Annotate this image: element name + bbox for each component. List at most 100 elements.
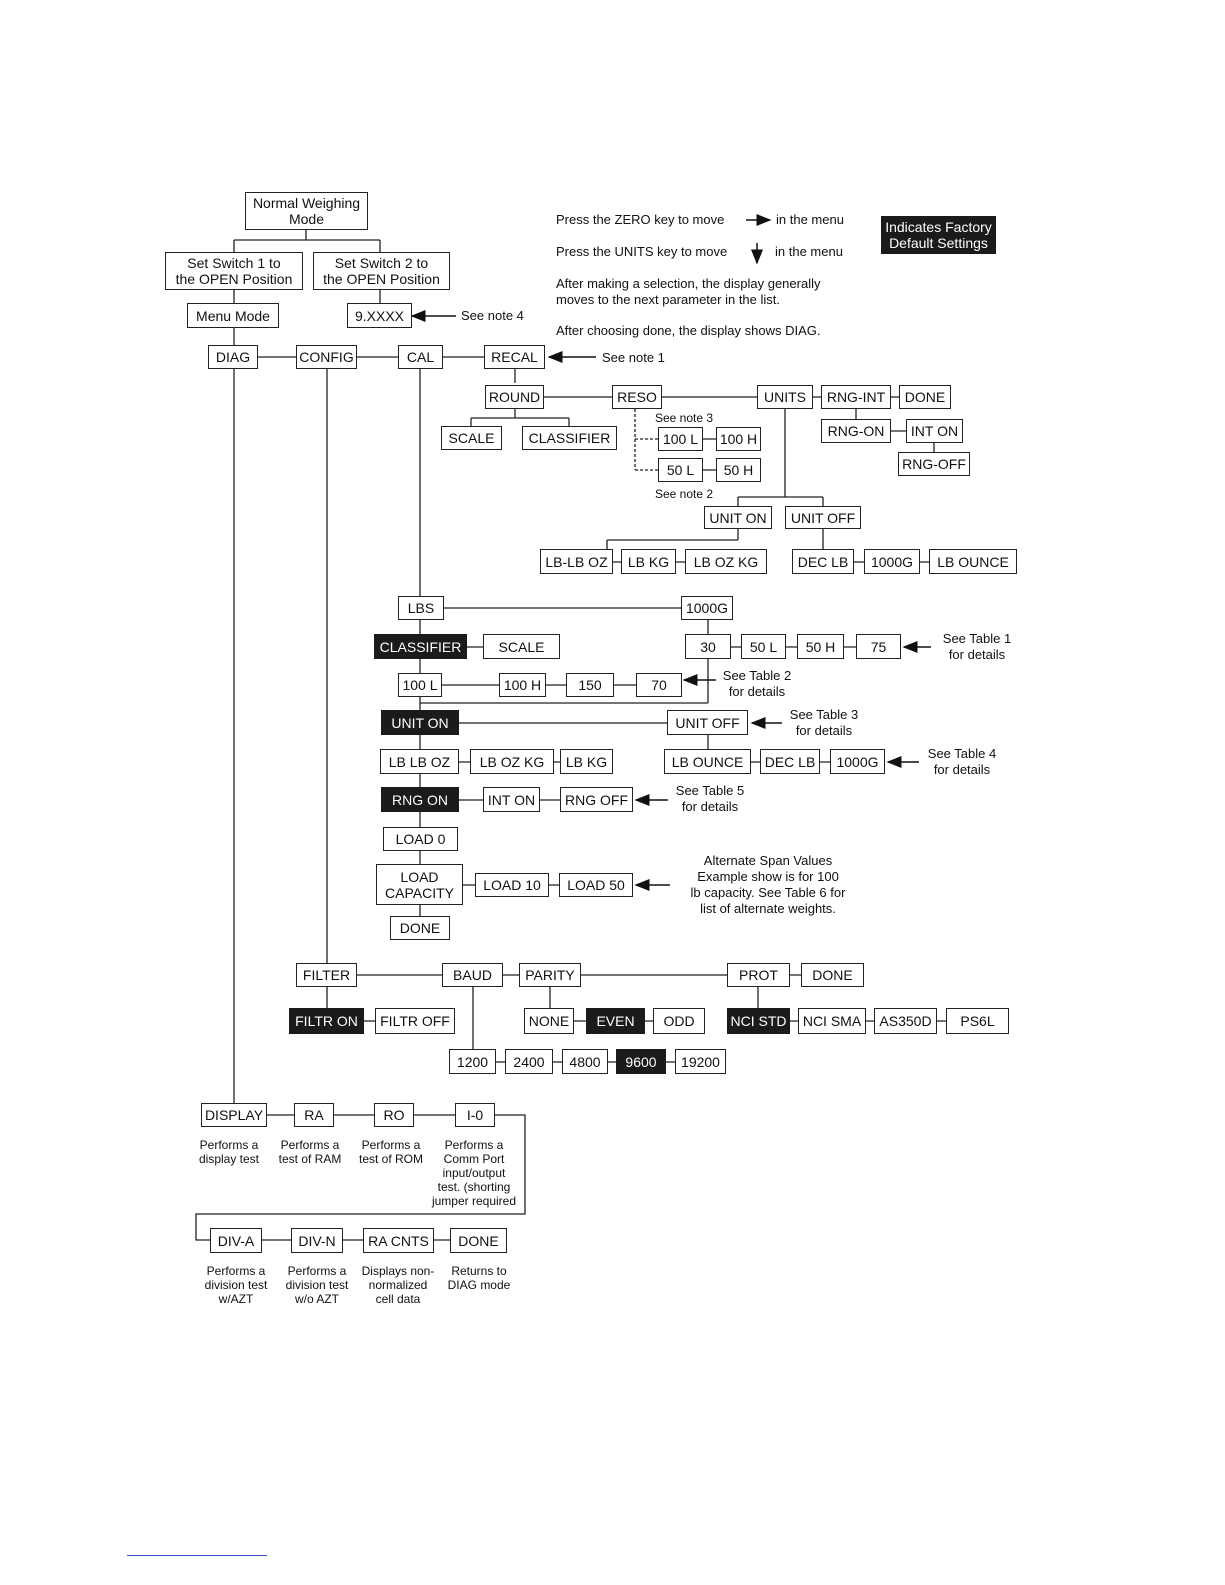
- cal-lb-oz-kg-node: LB OZ KG: [470, 749, 554, 774]
- ra-cnts-node: RA CNTS: [363, 1228, 434, 1253]
- classifier-default-node: CLASSIFIER: [374, 634, 467, 659]
- reso-100h-node: 100 H: [716, 427, 761, 451]
- filter-node: FILTER: [296, 963, 357, 987]
- lbs-node: LBS: [398, 596, 444, 620]
- filtr-off-node: FILTR OFF: [375, 1008, 455, 1034]
- int-on-node: INT ON: [906, 419, 963, 443]
- cal-rng-off-node: RNG OFF: [560, 787, 633, 812]
- table-1-note: See Table 1 for details: [942, 631, 1012, 662]
- ps6l-node: PS6L: [946, 1008, 1009, 1034]
- units-key-note-end: in the menu: [775, 244, 843, 259]
- round-classifier-node: CLASSIFIER: [522, 426, 617, 450]
- baud-node: BAUD: [442, 963, 503, 987]
- note-3-label: See note 3: [655, 411, 714, 425]
- unit-on-default-node: UNIT ON: [381, 710, 459, 735]
- div-a-description: Performs a division test w/AZT: [204, 1264, 268, 1306]
- cal-1000g-node: 1000G: [681, 596, 733, 620]
- rom-test-node: RO: [374, 1103, 414, 1127]
- load-0-node: LOAD 0: [383, 827, 458, 851]
- rng-off-node: RNG-OFF: [898, 452, 970, 476]
- dec-lb-node: DEC LB: [792, 549, 854, 574]
- baud-19200-node: 19200: [675, 1049, 726, 1074]
- diag-done-node: DONE: [450, 1228, 507, 1253]
- cal-unit-off-node: UNIT OFF: [667, 710, 748, 735]
- cap-150-node: 150: [566, 673, 614, 697]
- rng-on-node: RNG-ON: [821, 419, 891, 443]
- reso-node: RESO: [612, 385, 662, 409]
- baud-2400-node: 2400: [505, 1049, 553, 1074]
- after-done-note: After choosing done, the display shows D…: [556, 323, 821, 338]
- nci-sma-node: NCI SMA: [798, 1008, 866, 1034]
- unit-off-node: UNIT OFF: [785, 506, 861, 529]
- baud-4800-node: 4800: [562, 1049, 608, 1074]
- menu-mode-node: Menu Mode: [187, 303, 279, 328]
- io-test-node: I-0: [455, 1103, 495, 1127]
- cal-node: CAL: [398, 345, 443, 369]
- cal-scale-node: SCALE: [483, 634, 560, 659]
- note-2-label: See note 2: [655, 487, 714, 501]
- recal-node: RECAL: [484, 345, 545, 369]
- div-n-description: Performs a division test w/o AZT: [285, 1264, 349, 1306]
- alternate-span-note: Alternate Span Values Example show is fo…: [690, 853, 846, 916]
- parity-node: PARITY: [519, 963, 581, 987]
- load-50-node: LOAD 50: [559, 873, 633, 897]
- ram-test-node: RA: [294, 1103, 334, 1127]
- normal-weighing-mode-node: Normal Weighing Mode: [245, 192, 368, 230]
- cap-50l-node: 50 L: [741, 634, 786, 659]
- lb-lb-oz-default-node: LB LB OZ: [380, 749, 459, 774]
- note-1-label: See note 1: [602, 350, 665, 365]
- 1000g-node: 1000G: [864, 549, 920, 574]
- as350d-node: AS350D: [874, 1008, 937, 1034]
- baud-1200-node: 1200: [449, 1049, 496, 1074]
- display-test-description: Performs a display test: [198, 1138, 260, 1166]
- ram-test-description: Performs a test of RAM: [278, 1138, 342, 1166]
- lb-ounce-node: LB OUNCE: [929, 549, 1017, 574]
- units-key-note: Press the UNITS key to move: [556, 244, 728, 259]
- round-node: ROUND: [485, 385, 544, 409]
- after-selection-note: After making a selection, the display ge…: [556, 276, 821, 307]
- baud-9600-default-node: 9600: [616, 1049, 666, 1074]
- round-scale-node: SCALE: [441, 426, 502, 450]
- footnote-rule: [127, 1555, 267, 1556]
- cal-dec-lb-node: DEC LB: [760, 749, 820, 774]
- config-done-node: DONE: [801, 963, 864, 987]
- nci-std-default-node: NCI STD: [727, 1008, 790, 1034]
- load-10-node: LOAD 10: [475, 873, 549, 897]
- display-test-node: DISPLAY: [201, 1103, 267, 1127]
- note-4-label: See note 4: [461, 308, 524, 323]
- rom-test-description: Performs a test of ROM: [358, 1138, 423, 1166]
- cap-100h-node: 100 H: [499, 673, 546, 697]
- reso-50l-node: 50 L: [658, 458, 703, 482]
- rng-int-node: RNG-INT: [821, 385, 891, 409]
- filtr-on-default-node: FILTR ON: [289, 1008, 364, 1034]
- version-display-node: 9.XXXX: [347, 303, 412, 328]
- table-3-note: See Table 3 for details: [789, 707, 859, 738]
- units-node: UNITS: [757, 385, 813, 409]
- parity-none-node: NONE: [524, 1008, 574, 1034]
- cal-lb-kg-node: LB KG: [560, 749, 613, 774]
- recal-done-node: DONE: [899, 385, 951, 409]
- cap-70-node: 70: [636, 673, 682, 697]
- cap-30-node: 30: [685, 634, 731, 659]
- set-switch-2-node: Set Switch 2 to the OPEN Position: [313, 252, 450, 290]
- div-a-node: DIV-A: [210, 1228, 262, 1253]
- load-capacity-node: LOAD CAPACITY: [376, 864, 463, 905]
- reso-100l-node: 100 L: [658, 427, 703, 451]
- unit-on-node: UNIT ON: [704, 506, 772, 529]
- cal-1000g-unit-node: 1000G: [830, 749, 885, 774]
- set-switch-1-node: Set Switch 1 to the OPEN Position: [165, 252, 303, 290]
- ra-cnts-description: Displays non- normalized cell data: [361, 1264, 435, 1306]
- lb-lb-oz-node: LB-LB OZ: [540, 549, 613, 574]
- lb-kg-node: LB KG: [621, 549, 676, 574]
- zero-key-note: Press the ZERO key to move: [556, 212, 725, 227]
- diag-node: DIAG: [208, 345, 258, 369]
- cap-100l-node: 100 L: [398, 673, 442, 697]
- parity-even-default-node: EVEN: [586, 1008, 645, 1034]
- rng-on-default-node: RNG ON: [381, 787, 459, 812]
- cap-50h-node: 50 H: [797, 634, 844, 659]
- parity-odd-node: ODD: [653, 1008, 705, 1034]
- io-test-description: Performs a Comm Port input/output test. …: [431, 1138, 517, 1208]
- reso-50h-node: 50 H: [716, 458, 761, 482]
